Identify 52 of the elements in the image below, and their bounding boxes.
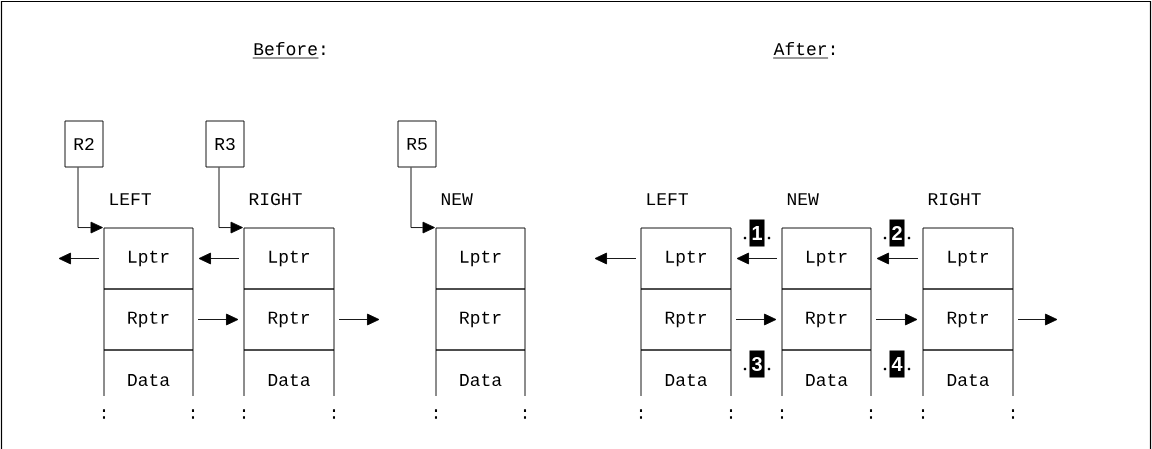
register-box: R5 [397,120,437,168]
arrow [736,252,778,265]
data-field: Data [922,349,1014,397]
continuation-colon: : [921,409,925,419]
arrow [197,313,239,326]
arrow [410,167,435,234]
pointer-field: Rptr [640,288,732,351]
arrow [338,313,380,326]
column-header: NEW [441,193,473,205]
pointer-field: Rptr [435,288,526,351]
callout-number: 4 [883,350,911,378]
pointer-field: Rptr [781,288,872,351]
arrow [876,252,919,265]
arrow [218,167,243,234]
arrow [735,313,777,326]
data-field: Data [103,349,194,397]
pointer-field: Rptr [243,288,335,351]
column-header: NEW [787,193,819,205]
continuation-colon: : [780,409,784,419]
arrow [198,252,240,265]
arrow [594,252,637,265]
data-field: Data [435,349,526,397]
pointer-field: Lptr [103,227,194,290]
callout-number: 3 [743,350,771,378]
column-header: LEFT [647,193,688,205]
column-header: RIGHT [928,192,981,206]
column-header: RIGHT [249,192,302,206]
pointer-field: Lptr [922,227,1014,290]
callout-number: 2 [883,219,911,247]
pointer-field: Rptr [103,288,194,351]
data-field: Data [640,349,732,397]
data-field: Data [243,349,335,397]
continuation-colon: : [729,409,733,419]
section-heading: After: [772,41,835,59]
arrow [77,167,103,234]
pointer-field: Rptr [922,288,1014,351]
register-box: R2 [64,120,104,168]
continuation-colon: : [869,409,873,419]
pointer-field: Lptr [781,227,872,290]
data-field: Data [781,349,872,397]
section-heading: Before: [252,41,325,59]
register-box: R3 [205,120,245,168]
callout-number: 1 [743,219,771,247]
arrow [1017,313,1058,326]
pointer-field: Lptr [640,227,732,290]
continuation-colon: : [191,409,194,419]
continuation-colon: : [242,409,245,419]
arrow [58,252,100,265]
arrow [875,313,918,326]
column-header: LEFT [110,193,151,205]
pointer-field: Lptr [435,227,526,290]
pointer-field: Lptr [243,227,335,290]
